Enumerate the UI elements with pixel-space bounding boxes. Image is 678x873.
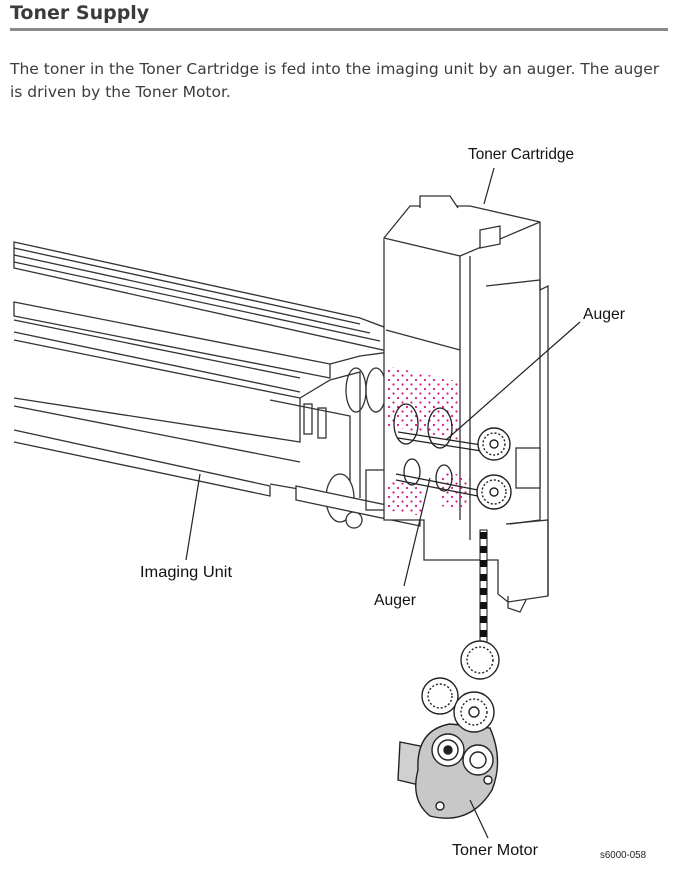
cartridge-gears [476, 427, 512, 510]
toner-supply-diagram: Toner Cartridge Auger Imaging Unit Auger… [0, 130, 678, 869]
figure-id: s6000-058 [600, 850, 646, 861]
label-toner-motor: Toner Motor [452, 842, 539, 859]
callout-leaders [185, 167, 581, 839]
label-toner-cartridge: Toner Cartridge [468, 146, 574, 163]
label-imaging-unit: Imaging Unit [140, 564, 233, 581]
drive-chain [479, 529, 488, 647]
label-auger-top: Auger [583, 306, 626, 323]
description-paragraph: The toner in the Toner Cartridge is fed … [10, 60, 660, 101]
section-heading: Toner Supply [10, 2, 668, 31]
page-title: Toner Supply [10, 2, 150, 24]
label-auger-bottom: Auger [374, 592, 417, 609]
auger-assembly [393, 403, 489, 499]
diagram-svg: Toner Cartridge Auger Imaging Unit Auger… [13, 146, 646, 861]
imaging-unit-drawing [13, 241, 421, 529]
toner-particles [386, 366, 470, 516]
toner-motor-drawing [397, 640, 500, 819]
